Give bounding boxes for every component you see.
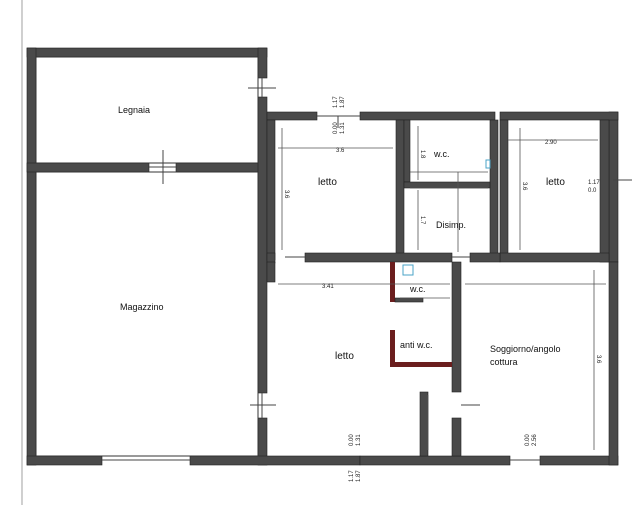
room-label-magazzino: Magazzino xyxy=(120,302,164,312)
dim-disimp-height: 1.7 xyxy=(419,216,425,225)
win-bottom-left-b: 1.87 xyxy=(356,470,362,482)
dim-letto-right-width: 2.90 xyxy=(545,140,557,146)
dim-wc-top-height: 1.8 xyxy=(419,150,425,159)
dim-letto-bottom-width: 3.41 xyxy=(322,284,334,290)
room-label-disimp: Disimp. xyxy=(436,220,466,230)
room-label-letto-top: letto xyxy=(318,177,337,188)
win-bottom-center-a: 0.00 xyxy=(349,434,355,446)
win-top-center-c: 0.00 xyxy=(333,122,339,134)
openings xyxy=(102,78,632,461)
dim-letto-top-width: 3.6 xyxy=(336,148,345,154)
room-label-soggiorno-line1: Soggiorno/angolo xyxy=(490,344,561,354)
outer-walls xyxy=(26,47,619,466)
win-bottom-right-a: 0.00 xyxy=(525,434,531,446)
dim-letto-right-height: 3.6 xyxy=(521,182,527,191)
room-label-letto-right: letto xyxy=(546,177,565,188)
win-bottom-center-b: 1.31 xyxy=(356,434,362,446)
win-top-center-a: 1.17 xyxy=(333,96,339,108)
wc-fixture-icon xyxy=(402,264,414,276)
room-label-soggiorno-line2: cottura xyxy=(490,357,518,367)
win-right-side-a: 1.17 xyxy=(588,180,600,186)
dim-soggiorno-height: 3.6 xyxy=(595,355,601,364)
room-label-wc-small: w.c. xyxy=(409,284,426,294)
room-label-wc-top: w.c. xyxy=(433,149,450,159)
room-label-anti-wc: anti w.c. xyxy=(400,340,433,350)
win-top-center-d: 1.31 xyxy=(340,122,346,134)
win-right-side-b: 0.0 xyxy=(588,188,597,194)
dim-letto-top-height: 3.6 xyxy=(283,190,289,199)
room-label-legnaia: Legnaia xyxy=(118,105,150,115)
inner-walls xyxy=(35,56,610,457)
win-bottom-right-b: 2.56 xyxy=(532,434,538,446)
wc-top-fixture-icon xyxy=(485,159,491,169)
room-label-letto-bottom: letto xyxy=(335,351,354,362)
win-top-center-b: 1.87 xyxy=(340,96,346,108)
win-bottom-left-a: 1.17 xyxy=(349,470,355,482)
dimension-lines xyxy=(278,126,606,450)
